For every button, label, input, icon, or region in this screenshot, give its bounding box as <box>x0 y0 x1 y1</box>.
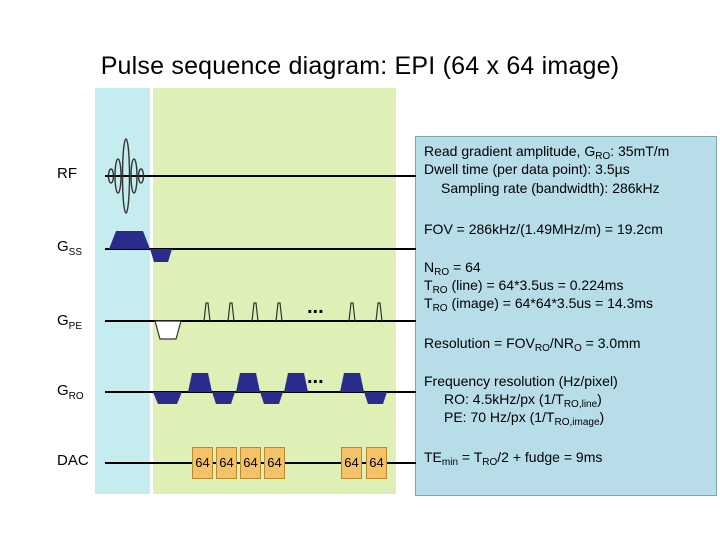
readout-region <box>153 88 396 494</box>
te-min-note: TEmin = TRO/2 + fudge = 9ms <box>424 449 603 468</box>
pe-blip <box>275 302 283 322</box>
ro-positive-lobe <box>340 373 364 392</box>
pe-ellipsis: ... <box>307 296 324 318</box>
fov-note: FOV = 286kHz/(1.49MHz/m) = 19.2cm <box>424 221 663 237</box>
ro-positive-lobe <box>284 373 308 392</box>
ro-negative-lobe <box>364 392 387 404</box>
tro-line-note: TRO (line) = 64*3.5us = 0.224ms <box>424 277 624 296</box>
dac-sample-window: 64 <box>216 447 237 479</box>
ro-prephase-lobe <box>153 392 182 404</box>
dwell-time-note: Dwell time (per data point): 3.5µs <box>424 161 630 177</box>
ro-positive-lobe <box>236 373 260 392</box>
gss-row-label: GSS <box>57 238 83 258</box>
pe-blip <box>203 302 211 322</box>
readout-gradient-train <box>153 373 387 404</box>
diagram-title: Pulse sequence diagram: EPI (64 x 64 ima… <box>100 52 620 80</box>
pe-blip <box>227 302 235 322</box>
dac-sample-window: 64 <box>264 447 285 479</box>
rf-sinc-pulse <box>107 138 145 214</box>
tro-image-note: TRO (image) = 64*64*3.5us = 14.3ms <box>424 295 654 314</box>
parameters-panel: Read gradient amplitude, GRO: 35mT/m Dwe… <box>415 136 717 496</box>
slice-select-lobe <box>109 231 150 249</box>
gro-row-label: GRO <box>57 382 84 402</box>
pe-blip <box>375 302 383 322</box>
dac-sample-window: 64 <box>192 447 213 479</box>
pe-blips <box>203 302 383 322</box>
rf-row-label: RF <box>57 165 77 182</box>
pe-blip <box>251 302 259 322</box>
dac-sample-window: 64 <box>341 447 362 479</box>
ro-negative-lobe <box>260 392 283 404</box>
ro-positive-lobe <box>188 373 212 392</box>
slice-rephase-lobe <box>150 249 172 262</box>
nro-note: NRO = 64 <box>424 259 481 278</box>
pe-resolution-note: PE: 70 Hz/px (1/TRO,image) <box>444 409 605 428</box>
dac-sample-window: 64 <box>240 447 261 479</box>
resolution-note: Resolution = FOVRO/NRO = 3.0mm <box>424 335 641 354</box>
frequency-resolution-note: Frequency resolution (Hz/pixel) <box>424 373 618 389</box>
sampling-rate-note: Sampling rate (bandwidth): 286kHz <box>441 180 660 196</box>
dac-row-label: DAC <box>57 452 89 469</box>
pe-prephase-lobe <box>154 320 182 340</box>
read-gradient-note: Read gradient amplitude, GRO: 35mT/m <box>424 143 670 162</box>
dac-sample-window: 64 <box>366 447 387 479</box>
ro-ellipsis: ... <box>307 366 324 388</box>
ro-negative-lobe <box>212 392 235 404</box>
ro-resolution-note: RO: 4.5kHz/px (1/TRO,line) <box>444 391 602 410</box>
pe-blip <box>348 302 356 322</box>
gpe-row-label: GPE <box>57 312 83 332</box>
